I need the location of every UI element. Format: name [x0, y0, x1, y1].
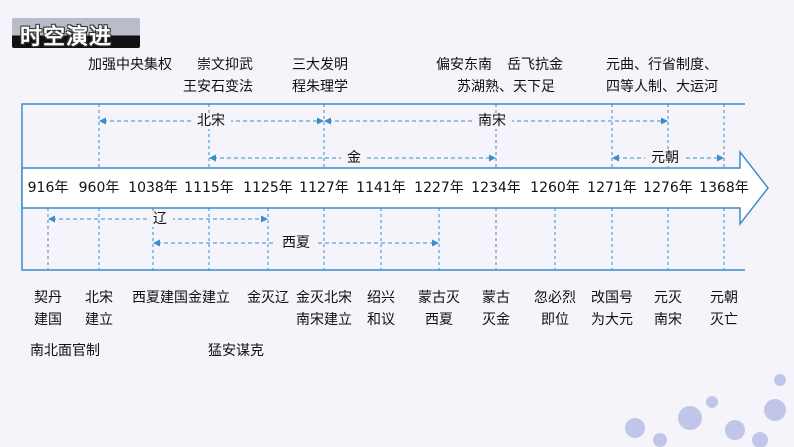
- event-label: 绍兴和议: [367, 290, 395, 328]
- event-label: 西夏建国: [132, 290, 188, 306]
- event-label: 契丹建国: [34, 290, 62, 328]
- note-neo-confucianism: 程朱理学: [292, 79, 348, 95]
- year-dashed-ticks: [47, 104, 725, 270]
- range-xi-xia: [153, 239, 439, 247]
- year-label: 1127年: [299, 180, 349, 196]
- event-label: 北宋建立: [85, 290, 113, 328]
- timeline-arrow: [21, 149, 769, 227]
- range-jin: [209, 154, 496, 162]
- note-central-power: 加强中央集权: [88, 57, 172, 73]
- year-label: 1125年: [243, 180, 293, 196]
- year-label: 1141年: [356, 180, 406, 196]
- section-title-tag: 时空演进: [12, 18, 140, 50]
- year-label: 1115年: [184, 180, 234, 196]
- snowflake-decoration: [625, 374, 786, 447]
- note-civil-over-military: 崇文抑武: [197, 57, 253, 73]
- year-label: 1038年: [128, 180, 178, 196]
- note-three-inventions: 三大发明: [292, 57, 348, 73]
- year-label: 1227年: [414, 180, 464, 196]
- period-label-jin: 金: [341, 150, 367, 166]
- section-title: 时空演进: [20, 25, 113, 50]
- note-four-classes: 四等人制、大运河: [606, 79, 718, 95]
- note-wang-anshi-reform: 王安石变法: [183, 79, 253, 95]
- event-label: 忽必烈即位: [534, 290, 576, 328]
- event-label: 金灭辽: [247, 290, 289, 306]
- note-yue-fei: 岳飞抗金: [507, 57, 563, 73]
- year-label: 1368年: [699, 180, 749, 196]
- year-label: 1260年: [530, 180, 580, 196]
- note-southeast-settle: 偏安东南: [436, 57, 492, 73]
- year-label: 1271年: [587, 180, 637, 196]
- note-yuan-qu: 元曲、行省制度、: [606, 57, 718, 73]
- upper-frame-line: [21, 103, 745, 188]
- period-label-xi-xia: 西夏: [276, 235, 316, 251]
- year-label: 916年: [27, 180, 69, 196]
- event-label: 金灭北宋南宋建立: [296, 290, 352, 328]
- extra-note-mengan-mouke: 猛安谋克: [208, 343, 264, 359]
- year-label: 1234年: [471, 180, 521, 196]
- extra-note-nanbei-mianguan: 南北面官制: [30, 343, 100, 359]
- event-label: 金建立: [188, 290, 230, 306]
- period-label-bei-song: 北宋: [191, 113, 231, 129]
- event-label: 改国号为大元: [591, 290, 633, 328]
- event-label: 元灭南宋: [654, 290, 682, 328]
- year-label: 960年: [78, 180, 120, 196]
- event-label: 蒙古灭金: [482, 290, 510, 328]
- event-label: 元朝灭亡: [710, 290, 738, 328]
- period-label-nan-song: 南宋: [472, 113, 512, 129]
- period-label-liao: 辽: [147, 211, 173, 227]
- lower-frame-line: [21, 188, 745, 271]
- year-label: 1276年: [643, 180, 693, 196]
- event-label: 蒙古灭西夏: [418, 290, 460, 328]
- note-suhu-harvest: 苏湖熟、天下足: [457, 79, 555, 95]
- period-label-yuan: 元朝: [645, 150, 685, 166]
